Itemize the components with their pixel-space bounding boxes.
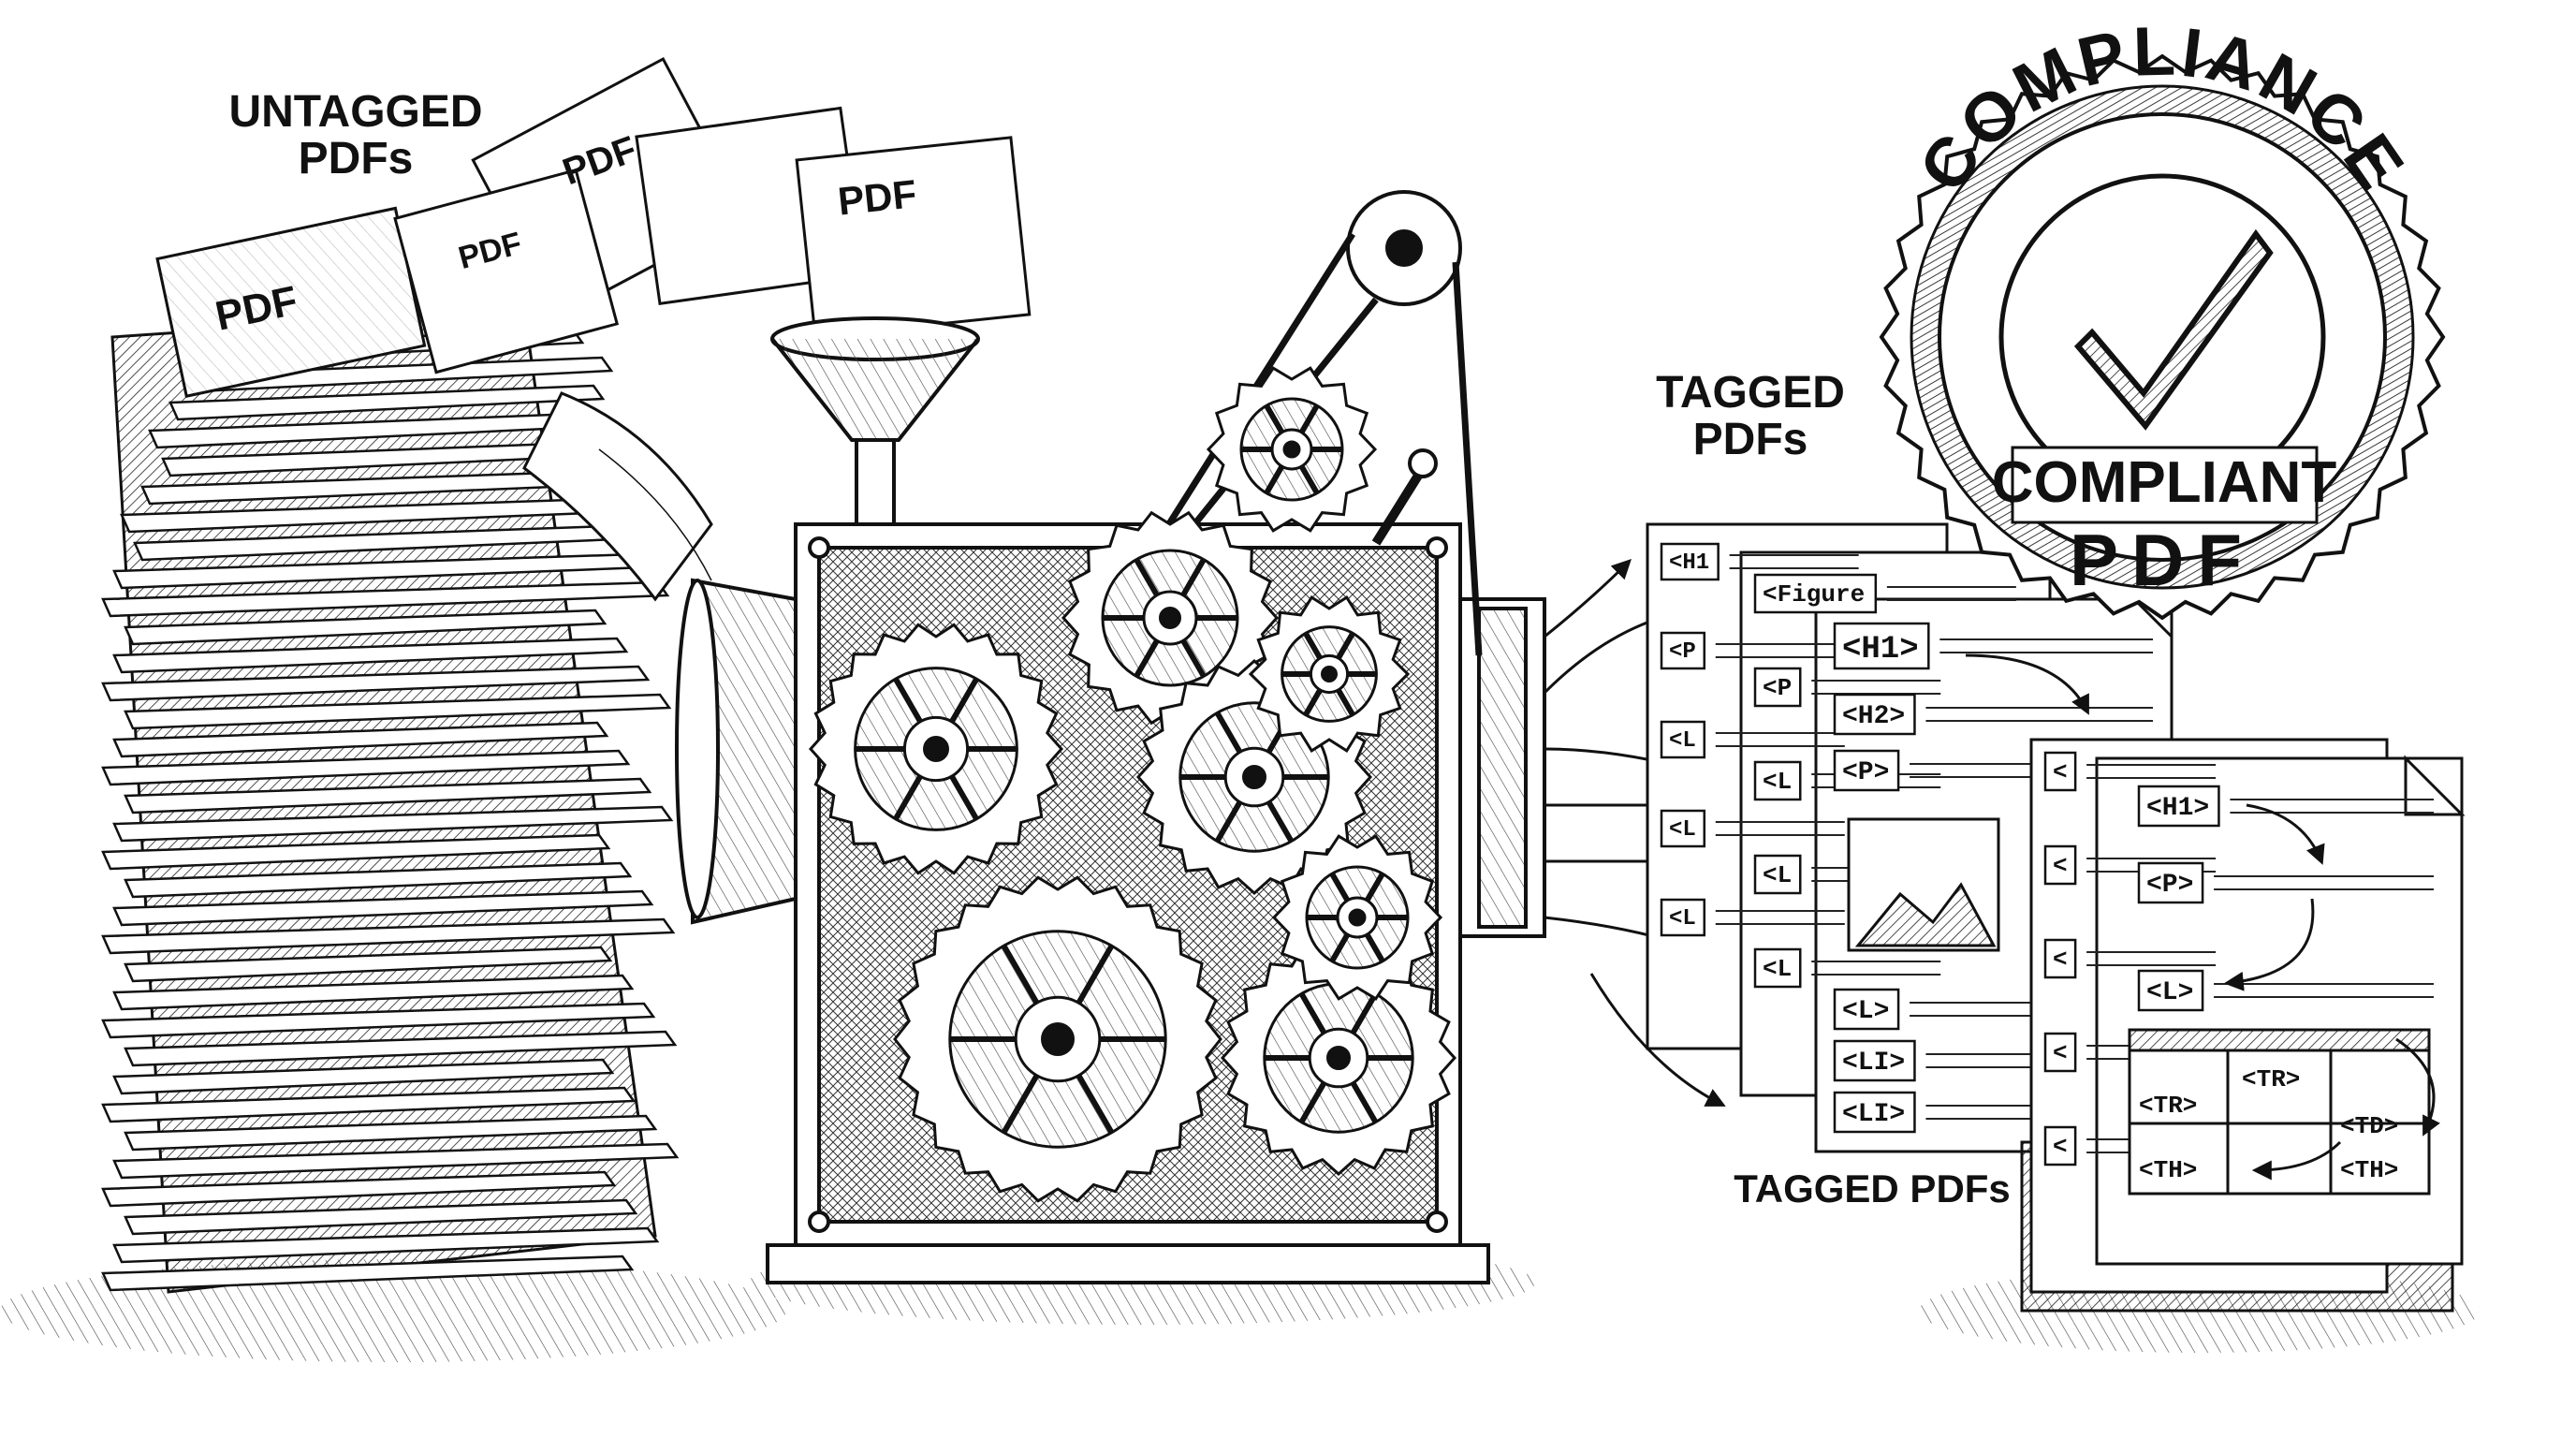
- doc-front-tag: <LI>: [1842, 1100, 1905, 1129]
- doc-front-box: [1833, 622, 1930, 670]
- doc-front-arrows: [1965, 653, 2089, 715]
- doc-right-back-tag: <: [2053, 946, 2068, 974]
- doc-mid-box: [1753, 573, 1878, 614]
- doc-right-back-tag: <: [2053, 852, 2068, 880]
- tagged-docs-stack: [2020, 738, 2466, 1313]
- gear-icon: [808, 623, 1064, 875]
- table-cell-tag: <TH>: [2340, 1156, 2398, 1184]
- doc-front-tag: <P>: [1842, 758, 1889, 787]
- gear-icon: [1206, 366, 1378, 533]
- doc-front-box: [1833, 749, 1900, 792]
- doc-mid-tag: <L: [1763, 861, 1792, 889]
- doc-right-tags: <H1> <P> <L>: [2137, 785, 2434, 1012]
- gear-icon: [1248, 595, 1411, 753]
- doc-right-back-tags: < < < < <: [2043, 751, 2217, 1167]
- doc-right-back-box: [2043, 751, 2077, 792]
- doc-front-tag: <LI>: [1842, 1049, 1905, 1078]
- doc-back-tags: <H1 <P <L <L <L: [1660, 542, 1859, 937]
- doc-mid-tag: <L: [1763, 955, 1792, 983]
- doc-back-tag: <P: [1669, 639, 1696, 665]
- doc-back-box: [1660, 720, 1706, 759]
- doc-right-back-box: [2043, 844, 2077, 886]
- doc-back-box: [1660, 898, 1706, 937]
- doc-back-tag: <L: [1669, 817, 1696, 843]
- doc-right-back-tag: <: [2053, 758, 2068, 786]
- gear-icon: [893, 875, 1222, 1203]
- doc-front-box: [1833, 1091, 1916, 1134]
- doc-right-table: [2128, 1028, 2431, 1196]
- doc-right-back-tag: <: [2053, 1133, 2068, 1161]
- doc-mid-box: [1753, 667, 1802, 708]
- doc-mid-box: [1753, 760, 1802, 801]
- seal-line1: COMPLIANT: [1992, 450, 2337, 515]
- doc-mid-box: [1753, 947, 1802, 989]
- doc-right-arrows: [2223, 803, 2440, 1181]
- image-icon: [1847, 817, 2000, 952]
- flying-pages: [155, 56, 1032, 602]
- table-cell-tag: <TR>: [2242, 1065, 2300, 1093]
- table-cell-tag: <TD>: [2340, 1112, 2398, 1140]
- doc-right-table-cells: <TR> <TR> <TD> <TH> <TH>: [2139, 1065, 2398, 1184]
- untagged-label-line1: UNTAGGED: [228, 87, 483, 137]
- input-pdf-label-3: PDF: [836, 171, 918, 224]
- doc-right-box: [2137, 785, 2220, 828]
- table-cell-tag: <TH>: [2139, 1156, 2197, 1184]
- untagged-pdfs-label: UNTAGGED PDFs: [197, 87, 515, 184]
- doc-mid-tag: <Figure: [1763, 580, 1865, 609]
- doc-right-back-tag: <: [2053, 1039, 2068, 1067]
- doc-right-tag: <H1>: [2146, 794, 2209, 823]
- doc-back-tag: <L: [1669, 906, 1696, 932]
- doc-front-box: [1833, 693, 1916, 736]
- seal-line2: PDF: [2070, 519, 2255, 601]
- doc-mid-tag: <P: [1763, 674, 1792, 702]
- doc-right-back-box: [2043, 1032, 2077, 1073]
- doc-back-box: [1660, 542, 1720, 581]
- doc-back-tag: <L: [1669, 728, 1696, 754]
- doc-right-tag: <L>: [2146, 978, 2193, 1007]
- funnel-icon: [770, 316, 980, 526]
- doc-right-back-box: [2043, 938, 2077, 979]
- doc-mid-box: [1753, 854, 1802, 895]
- tagged-top-label-line2: PDFs: [1692, 415, 1808, 465]
- doc-back-tag: <H1: [1669, 550, 1709, 576]
- gear-icon: [1271, 834, 1443, 1001]
- doc-front-box: [1833, 1039, 1916, 1082]
- table-cell-tag: <TR>: [2139, 1092, 2197, 1120]
- doc-mid-tag: <L: [1763, 768, 1792, 796]
- doc-back-box: [1660, 631, 1706, 670]
- doc-back-box: [1660, 809, 1706, 848]
- tagged-pdfs-top-label: TAGGED PDFs: [1610, 368, 1891, 465]
- gear-icon: [1220, 939, 1457, 1177]
- tagging-machine: [675, 190, 1546, 1284]
- doc-right-back-box: [2043, 1125, 2077, 1167]
- doc-front-box: [1833, 988, 1900, 1031]
- doc-right-tag: <P>: [2146, 871, 2193, 900]
- untagged-label-line2: PDFs: [298, 134, 414, 184]
- doc-right-box: [2137, 969, 2204, 1012]
- tagged-pdfs-bottom-label: TAGGED PDFs: [1734, 1167, 2011, 1211]
- doc-right-box: [2137, 861, 2204, 904]
- check-icon: [2073, 228, 2274, 431]
- doc-front-tag: <H2>: [1842, 702, 1905, 731]
- doc-front-tag: <H1>: [1842, 632, 1919, 668]
- doc-front-tag: <L>: [1842, 997, 1889, 1026]
- tagged-top-label-line1: TAGGED: [1656, 368, 1845, 418]
